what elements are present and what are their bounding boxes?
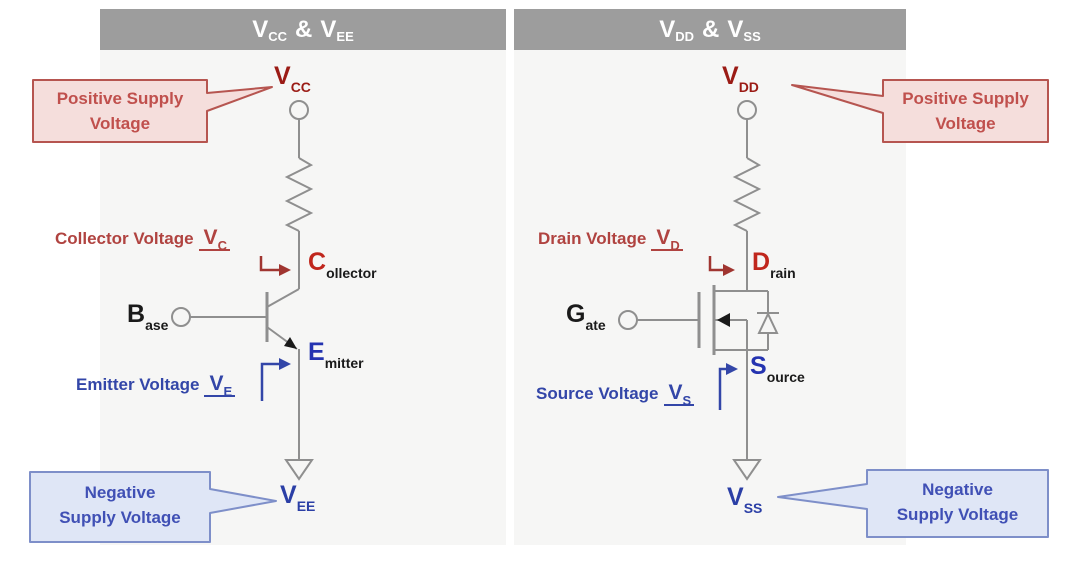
header-ampersand: &: [295, 15, 313, 43]
vcc-letter: V: [274, 62, 291, 90]
collector-node-label: Collector: [308, 248, 377, 281]
positive-supply-label-right: Positive Supply Voltage: [883, 87, 1048, 136]
emitter-voltage-annotation: Emitter Voltage VE: [76, 372, 236, 399]
vd-letter: V: [656, 226, 671, 249]
ve-sub: E: [223, 384, 233, 399]
callout-line1: Positive Supply: [902, 89, 1029, 108]
negative-supply-label-left: Negative Supply Voltage: [30, 481, 210, 530]
callout-line1: Positive Supply: [56, 89, 184, 108]
nmos-body-arrow: [717, 313, 730, 327]
source-voltage-text: Source Voltage: [536, 384, 659, 403]
source-node-label: Source: [750, 352, 805, 385]
body-diode: [757, 291, 779, 350]
vd-sub: D: [670, 238, 680, 253]
header-v1-sub: DD: [675, 29, 695, 44]
vc-letter: V: [203, 226, 218, 249]
drain-voltage-annotation: Drain Voltage VD: [538, 226, 683, 253]
mosfet-panel-background: [514, 50, 906, 545]
bjt-collector-stub: [266, 288, 300, 308]
drain-node-label: Drain: [752, 248, 796, 281]
vee-sub: EE: [296, 498, 316, 514]
header-v2-sub: SS: [743, 29, 761, 44]
callout-line2: Supply Voltage: [896, 504, 1019, 524]
source-voltage-annotation: Source Voltage VS: [536, 381, 695, 408]
ve-letter: V: [209, 372, 224, 395]
header-v1-sub: CC: [268, 29, 288, 44]
vdd-terminal-circle: [737, 100, 757, 120]
header-v2: V: [727, 15, 744, 43]
vss-ground-triangle: [732, 459, 762, 481]
collector-letter: C: [308, 248, 327, 276]
drain-sub: rain: [770, 265, 796, 281]
vdd-sub: DD: [738, 79, 759, 95]
vs-sub: S: [682, 393, 692, 408]
source-letter: S: [750, 352, 767, 380]
bjt-emitter-arrow: [284, 337, 297, 349]
base-node-label: Base: [127, 300, 168, 333]
header-v1: V: [659, 15, 676, 43]
negative-supply-label-right: Negative Supply Voltage: [867, 478, 1048, 527]
collector-voltage-text: Collector Voltage: [55, 229, 194, 248]
base-sub: ase: [145, 317, 169, 333]
emitter-sub: mitter: [324, 355, 364, 371]
base-terminal-circle: [171, 307, 191, 327]
vc-sub: C: [217, 238, 227, 253]
source-voltage-arrow: [718, 363, 738, 410]
emitter-voltage-arrow: [260, 358, 291, 401]
vs-letter: V: [668, 381, 683, 404]
vcc-terminal-label: VCC: [274, 62, 311, 95]
positive-supply-callout-left: [32, 79, 273, 143]
vss-sub: SS: [743, 500, 763, 516]
nmos-symbol: [618, 100, 779, 481]
drain-letter: D: [752, 248, 771, 276]
vcc-sub: CC: [290, 79, 311, 95]
gate-terminal-circle: [618, 310, 638, 330]
emitter-node-label: Emitter: [308, 338, 364, 371]
vee-terminal-label: VEE: [280, 481, 315, 514]
collector-voltage-arrow: [259, 256, 291, 276]
vcc-terminal-circle: [289, 100, 309, 120]
gate-node-label: Gate: [566, 300, 606, 333]
gate-sub: ate: [585, 317, 606, 333]
collector-voltage-annotation: Collector Voltage VC: [55, 226, 230, 253]
header-v1: V: [252, 15, 269, 43]
vss-letter: V: [727, 483, 744, 511]
vdd-letter: V: [722, 62, 739, 90]
drain-voltage-arrow: [708, 256, 735, 276]
callout-line2: Supply Voltage: [59, 507, 181, 527]
vee-letter: V: [280, 481, 297, 509]
vss-terminal-label: VSS: [727, 483, 762, 516]
resistor-symbol-left: [284, 157, 314, 232]
emitter-voltage-text: Emitter Voltage: [76, 375, 200, 394]
header-v2: V: [320, 15, 337, 43]
bjt-symbol: [171, 100, 314, 481]
gate-letter: G: [566, 300, 586, 328]
positive-supply-callout-right: [791, 79, 1049, 143]
header-ampersand: &: [702, 15, 720, 43]
collector-sub: ollector: [326, 265, 377, 281]
base-letter: B: [127, 300, 146, 328]
negative-supply-callout-left: [29, 471, 277, 543]
resistor-symbol-right: [732, 157, 762, 232]
vdd-terminal-label: VDD: [722, 62, 759, 95]
callout-line2: Voltage: [89, 113, 151, 133]
negative-supply-callout-right: [777, 469, 1049, 538]
positive-supply-label-left: Positive Supply Voltage: [33, 87, 207, 136]
callout-line2: Voltage: [935, 113, 996, 133]
source-sub: ource: [766, 369, 805, 385]
drain-voltage-text: Drain Voltage: [538, 229, 647, 248]
callout-line1: Negative: [84, 483, 156, 502]
emitter-letter: E: [308, 338, 325, 366]
vee-ground-triangle: [284, 459, 314, 481]
header-v2-sub: EE: [336, 29, 354, 44]
callout-line1: Negative: [922, 480, 993, 499]
body-diode-triangle: [757, 311, 779, 334]
